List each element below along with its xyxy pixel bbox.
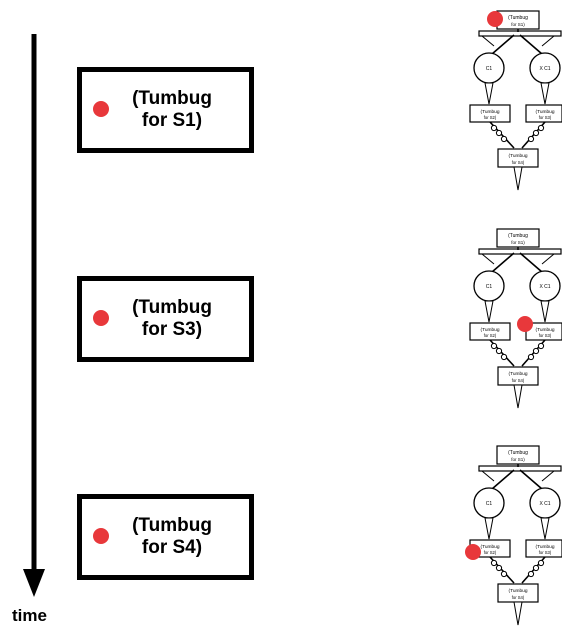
- bead: [500, 353, 508, 361]
- timeline-arrow: [23, 34, 45, 597]
- timeline-label: time: [12, 606, 47, 625]
- state-marker-dot: [465, 544, 481, 560]
- condition-label: C1: [486, 501, 493, 507]
- connector: [491, 34, 515, 55]
- node-s1-label: for S1): [511, 240, 525, 245]
- node-s3-label: (Tumbug: [535, 544, 554, 550]
- bead: [527, 135, 535, 143]
- node-s2-label: (Tumbug: [480, 109, 499, 115]
- node-s1-label: (Tumbug: [508, 15, 528, 21]
- state-marker-dot: [517, 316, 533, 332]
- node-s3-label: (Tumbug: [535, 109, 554, 115]
- bead: [495, 347, 503, 355]
- bead: [490, 342, 498, 350]
- state-marker-dot: [93, 101, 109, 117]
- bead: [537, 342, 545, 350]
- pointer: [540, 517, 550, 540]
- node-s2-label: (Tumbug: [480, 327, 499, 333]
- bead: [490, 559, 498, 567]
- bead: [527, 353, 535, 361]
- pointer: [513, 384, 523, 409]
- connector: [481, 253, 495, 265]
- connector: [519, 469, 543, 490]
- pointer: [484, 300, 494, 323]
- pointer: [540, 82, 550, 105]
- node-s1-label: for S1): [511, 22, 525, 27]
- not-condition-label: X C1: [539, 284, 550, 290]
- connector: [491, 469, 515, 490]
- node-s3-label: for S3): [539, 333, 552, 338]
- bead: [500, 570, 508, 578]
- bead: [532, 129, 540, 137]
- pointer: [484, 82, 494, 105]
- connector: [491, 252, 515, 273]
- node-s2-label: for S2): [484, 550, 497, 555]
- bead: [527, 570, 535, 578]
- bead: [532, 347, 540, 355]
- pointer: [513, 601, 523, 626]
- node-s4-label: for S4): [512, 595, 525, 600]
- bead: [532, 564, 540, 572]
- node-s4-label: (Tumbug: [508, 588, 527, 594]
- node-s4-label: for S4): [512, 160, 525, 165]
- not-condition-label: X C1: [539, 66, 550, 72]
- node-s2-label: (Tumbug: [480, 544, 499, 550]
- node-s1-label: (Tumbug: [508, 233, 528, 239]
- node-s3-label: for S3): [539, 115, 552, 120]
- node-s1-label: for S1): [511, 457, 525, 462]
- connector: [519, 252, 543, 273]
- node-s1-label: (Tumbug: [508, 450, 528, 456]
- node-s4-label: (Tumbug: [508, 153, 527, 159]
- connector: [541, 35, 555, 47]
- condition-label: C1: [486, 284, 493, 290]
- bead: [500, 135, 508, 143]
- node-s3-label: (Tumbug: [535, 327, 554, 333]
- connector: [541, 253, 555, 265]
- connector: [481, 35, 495, 47]
- state-marker-dot: [487, 11, 503, 27]
- bead: [537, 124, 545, 132]
- condition-label: C1: [486, 66, 493, 72]
- bead: [537, 559, 545, 567]
- pointer: [540, 300, 550, 323]
- state-marker-dot: [93, 528, 109, 544]
- node-s2-label: for S2): [484, 115, 497, 120]
- connector: [541, 470, 555, 482]
- pointer: [484, 517, 494, 540]
- connector: [519, 34, 543, 55]
- state-marker-dot: [93, 310, 109, 326]
- node-s3-label: for S3): [539, 550, 552, 555]
- node-s4-label: for S4): [512, 378, 525, 383]
- pointer: [513, 166, 523, 191]
- connector: [481, 470, 495, 482]
- bead: [490, 124, 498, 132]
- node-s2-label: for S2): [484, 333, 497, 338]
- bead: [495, 129, 503, 137]
- not-condition-label: X C1: [539, 501, 550, 507]
- node-s4-label: (Tumbug: [508, 371, 527, 377]
- bead: [495, 564, 503, 572]
